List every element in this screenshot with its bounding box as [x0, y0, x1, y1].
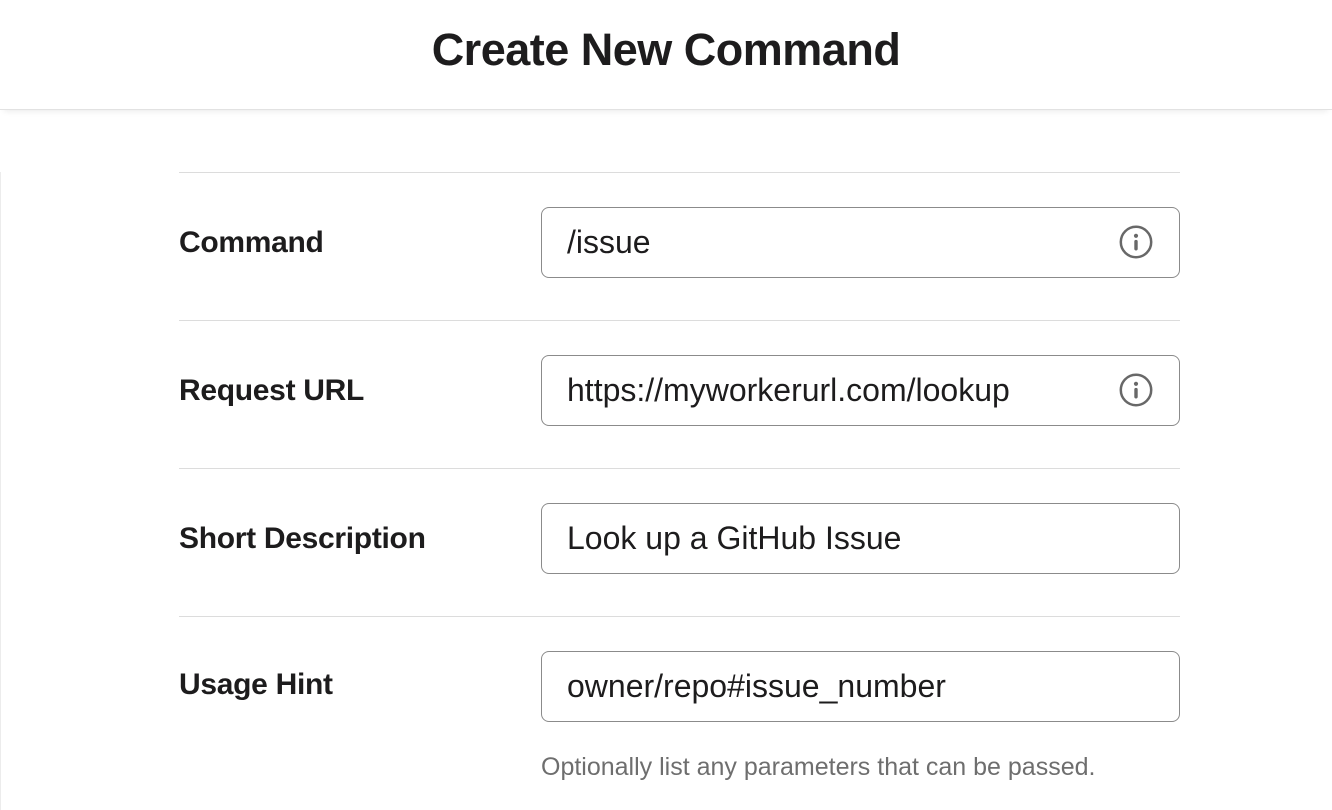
request-url-input[interactable] [541, 355, 1180, 426]
create-command-form: Command Request URL [179, 172, 1180, 810]
usage-hint-input-wrap: Optionally list any parameters that can … [541, 651, 1180, 782]
command-input[interactable] [541, 207, 1180, 278]
short-description-label: Short Description [179, 521, 426, 555]
field-row-request-url: Request URL [179, 320, 1180, 468]
field-row-usage-hint: Usage Hint Optionally list any parameter… [179, 616, 1180, 810]
page-header: Create New Command [0, 0, 1332, 110]
usage-hint-label: Usage Hint [179, 668, 333, 701]
content-area: Command Request URL [0, 172, 1332, 810]
field-row-short-description: Short Description [179, 468, 1180, 616]
page-title: Create New Command [431, 23, 901, 75]
field-row-command: Command [179, 172, 1180, 320]
request-url-label: Request URL [179, 373, 365, 407]
short-description-input[interactable] [541, 503, 1180, 574]
command-input-wrap [541, 207, 1180, 278]
usage-hint-help-text: Optionally list any parameters that can … [541, 753, 1096, 781]
info-icon[interactable] [1119, 225, 1153, 259]
usage-hint-input[interactable] [541, 651, 1180, 722]
short-description-input-wrap [541, 503, 1180, 574]
command-label: Command [179, 225, 324, 259]
request-url-input-wrap [541, 355, 1180, 426]
info-icon[interactable] [1119, 373, 1153, 407]
